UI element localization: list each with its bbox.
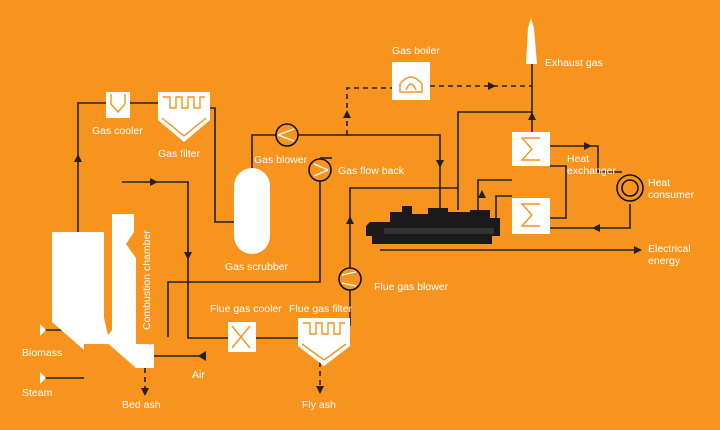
label-exhaust-gas: Exhaust gas (545, 57, 603, 69)
label-flue-gas-cooler: Flue gas cooler (210, 303, 282, 315)
label-flue-gas-filter: Flue gas filter (289, 303, 353, 315)
label-gas-blower: Gas blower (254, 154, 308, 166)
label-bed-ash: Bed ash (122, 399, 161, 411)
flow-arrow-right (488, 82, 496, 90)
heat-consumer (616, 174, 644, 202)
flow-arrow-down (436, 160, 444, 168)
flow-arrow-up (74, 154, 82, 162)
flow-arrow-up (528, 112, 536, 120)
label-heat-consumer-line1: Heat (648, 177, 670, 189)
gas-engine (366, 206, 500, 244)
label-gas-scrubber: Gas scrubber (225, 261, 289, 273)
label-gas-filter: Gas filter (158, 148, 201, 160)
pipe-gasifier-to-gas-cooler (77, 102, 106, 232)
exhaust-stack (526, 18, 537, 64)
bed-ash-arrow (141, 388, 149, 396)
steam-inlet-marker (40, 372, 46, 384)
gas-flow-back-blower (308, 158, 332, 182)
flow-arrow-up (346, 216, 354, 224)
heat-exchanger-lower (512, 198, 550, 234)
flow-arrow-right (150, 178, 158, 186)
fly-ash-arrow (316, 386, 324, 394)
gas-filter (158, 92, 210, 142)
heat-exchanger-upper (512, 132, 550, 166)
label-gas-boiler: Gas boiler (392, 45, 440, 57)
flue-gas-blower (338, 267, 362, 291)
pipe-scrubber-to-blower (251, 134, 276, 170)
gasifier (52, 232, 110, 350)
flow-arrow-right (584, 142, 592, 150)
gas-scrubber (234, 168, 270, 254)
pipe-flue-blower-up (349, 187, 458, 268)
flow-arrow-right (634, 246, 642, 254)
label-flue-gas-blower: Flue gas blower (374, 281, 449, 293)
label-electrical-energy-line1: Electrical (648, 243, 691, 255)
combustion-chamber (104, 214, 158, 368)
label-biomass: Biomass (22, 347, 62, 359)
label-electrical-energy-line2: energy (648, 255, 681, 267)
label-combustion-chamber: Combustion chamber (141, 230, 153, 330)
pipe-hx-to-consumer (550, 145, 622, 173)
pipe-hx-loop (550, 165, 567, 219)
pipe-engine-to-hx-upper (477, 179, 512, 210)
air-inlet-arrow (198, 351, 206, 361)
gas-cooler (106, 92, 130, 118)
label-gasifier: Gasfier (54, 235, 88, 247)
label-heat-exchanger-line2: exchanger (567, 165, 617, 177)
dashed-pipe-to-gas-boiler (346, 87, 392, 135)
pipe-blower-to-engine (298, 134, 441, 208)
gas-boiler (392, 62, 430, 100)
label-steam: Steam (22, 387, 53, 399)
flue-gas-cooler (228, 322, 256, 352)
flow-arrow-left (592, 224, 600, 232)
flow-arrow-up (478, 190, 486, 198)
flow-arrow-up (343, 110, 351, 118)
biomass-inlet-marker (40, 324, 46, 336)
label-gas-flow-back: Gas flow back (338, 165, 405, 177)
pipe-gas-flow-back (167, 158, 321, 337)
label-air: Air (192, 369, 205, 381)
pipe-engine-exhaust (457, 111, 532, 210)
label-gas-cooler: Gas cooler (92, 125, 143, 137)
pipe-filter-to-scrubber (210, 107, 236, 223)
label-heat-consumer-line2: consumer (648, 189, 695, 201)
pipes (44, 64, 642, 392)
pipe-consumer-return (550, 204, 631, 229)
label-fly-ash: Fly ash (302, 399, 336, 411)
flue-gas-filter (298, 318, 350, 366)
label-heat-exchanger-line1: Heat (567, 153, 589, 165)
gas-blower (275, 123, 299, 147)
flow-arrow-down (184, 252, 192, 260)
